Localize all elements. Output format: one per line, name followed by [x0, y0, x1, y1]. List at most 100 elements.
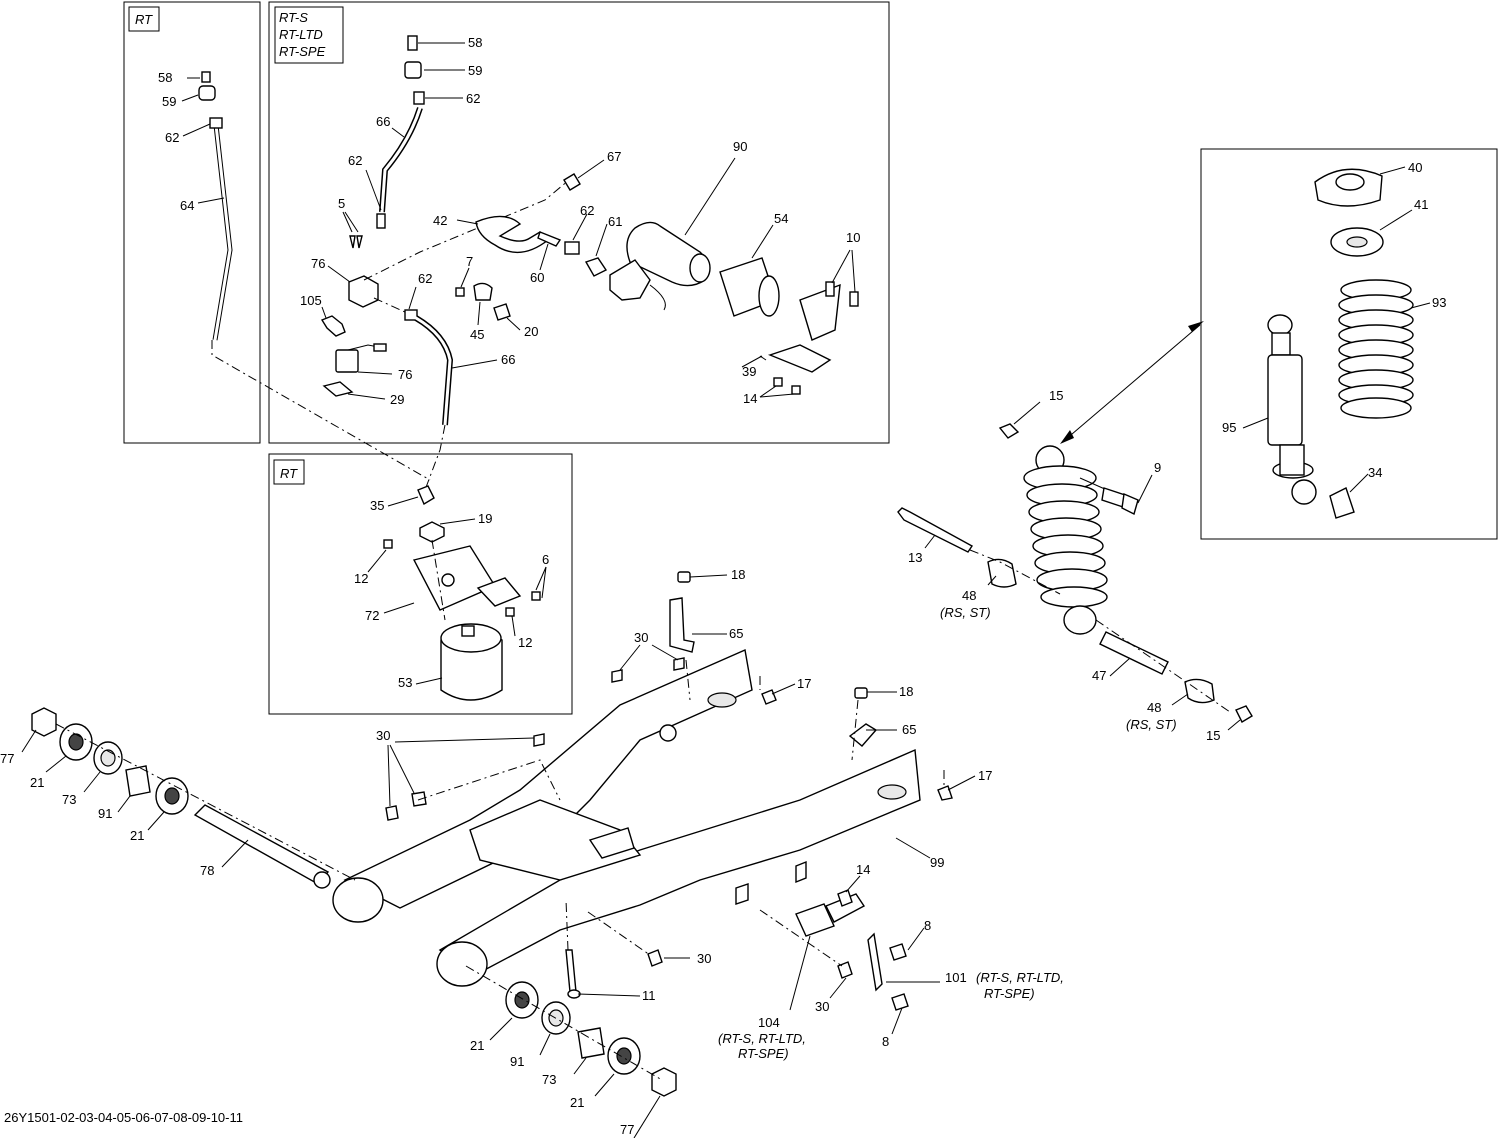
callout-78: 78	[200, 863, 214, 878]
callout-12a: 12	[354, 571, 368, 586]
callout-59b: 59	[468, 63, 482, 78]
callout-101-sub2: RT-SPE)	[984, 986, 1035, 1001]
callout-54: 54	[774, 211, 788, 226]
callout-59a: 59	[162, 94, 176, 109]
document-code: 26Y1501-02-03-04-05-06-07-08-09-10-11	[4, 1110, 243, 1125]
callout-8b: 8	[882, 1034, 889, 1049]
callout-65a: 65	[729, 626, 743, 641]
callout-8a: 8	[924, 918, 931, 933]
callout-72: 72	[365, 608, 379, 623]
callout-76a: 76	[311, 256, 325, 271]
rt-spe-tag: RT-SPE	[279, 44, 326, 59]
callout-labels: 58 59 62 64 58 59 62 66 62 5 76 105 76 2…	[0, 35, 1446, 1137]
rt-bottom-parts	[367, 485, 547, 701]
callout-76b: 76	[398, 367, 412, 382]
callout-62a: 62	[165, 130, 179, 145]
callout-53: 53	[398, 675, 412, 690]
main-spring	[1023, 465, 1108, 608]
callout-21b: 21	[130, 828, 144, 843]
rt-s-parts	[320, 35, 859, 491]
callout-101: 101	[945, 970, 967, 985]
callout-61: 61	[608, 214, 622, 229]
callout-105: 105	[300, 293, 322, 308]
callout-21d: 21	[570, 1095, 584, 1110]
shock-body-95	[1267, 314, 1317, 505]
callout-30c: 30	[697, 951, 711, 966]
callout-91a: 91	[98, 806, 112, 821]
callout-17a: 17	[797, 676, 811, 691]
callout-99: 99	[930, 855, 944, 870]
callout-47: 47	[1092, 668, 1106, 683]
callout-35: 35	[370, 498, 384, 513]
callout-14b: 14	[856, 862, 870, 877]
callout-58b: 58	[468, 35, 482, 50]
callout-30b: 30	[376, 728, 390, 743]
callout-9: 9	[1154, 460, 1161, 475]
callout-34: 34	[1368, 465, 1382, 480]
callout-101-sub1: (RT-S, RT-LTD,	[976, 970, 1064, 985]
callout-29: 29	[390, 392, 404, 407]
callout-62e: 62	[580, 203, 594, 218]
callout-39: 39	[742, 364, 756, 379]
callout-60: 60	[530, 270, 544, 285]
callout-18b: 18	[899, 684, 913, 699]
callout-67: 67	[607, 149, 621, 164]
pivot-parts-right	[465, 875, 940, 1138]
callout-13: 13	[908, 550, 922, 565]
callout-58a: 58	[158, 70, 172, 85]
callout-90: 90	[733, 139, 747, 154]
rt-left-frame: RT	[123, 1, 261, 444]
rt-s-tag: RT-S	[279, 10, 308, 25]
callout-66a: 66	[376, 114, 390, 129]
swingarm-hardware	[385, 571, 976, 859]
callout-30a: 30	[634, 630, 648, 645]
callout-64: 64	[180, 198, 194, 213]
callout-12b: 12	[518, 635, 532, 650]
callout-21a: 21	[30, 775, 44, 790]
callout-91b: 91	[510, 1054, 524, 1069]
callout-77b: 77	[620, 1122, 634, 1137]
callout-41: 41	[1414, 197, 1428, 212]
shock-assembly	[897, 401, 1253, 731]
callout-104-sub1: (RT-S, RT-LTD,	[718, 1031, 806, 1046]
callout-18a: 18	[731, 567, 745, 582]
callout-104: 104	[758, 1015, 780, 1030]
callout-62c: 62	[348, 153, 362, 168]
pivot-parts-left	[21, 707, 356, 889]
spring-93	[1338, 279, 1414, 419]
callout-21c: 21	[470, 1038, 484, 1053]
callout-42: 42	[433, 213, 447, 228]
callout-45: 45	[470, 327, 484, 342]
callout-65b: 65	[902, 722, 916, 737]
callout-48a: 48	[962, 588, 976, 603]
callout-93: 93	[1432, 295, 1446, 310]
callout-19: 19	[478, 511, 492, 526]
callout-73b: 73	[542, 1072, 556, 1087]
shock-detail-frame	[1200, 148, 1498, 540]
rt-ltd-tag: RT-LTD	[279, 27, 323, 42]
callout-62b: 62	[466, 91, 480, 106]
callout-66b: 66	[501, 352, 515, 367]
callout-6: 6	[542, 552, 549, 567]
callout-10: 10	[846, 230, 860, 245]
callout-48a-sub: (RS, ST)	[940, 605, 991, 620]
callout-62d: 62	[418, 271, 432, 286]
callout-11: 11	[642, 988, 656, 1003]
callout-17b: 17	[978, 768, 992, 783]
callout-15a: 15	[1049, 388, 1063, 403]
rt-s-frame: RT-S RT-LTD RT-SPE	[268, 1, 890, 444]
callout-48b: 48	[1147, 700, 1161, 715]
callout-30d: 30	[815, 999, 829, 1014]
callout-15b: 15	[1206, 728, 1220, 743]
callout-5: 5	[338, 196, 345, 211]
callout-95: 95	[1222, 420, 1236, 435]
rt-bottom-frame: RT	[268, 453, 573, 715]
callout-7: 7	[466, 254, 473, 269]
callout-14a: 14	[743, 391, 757, 406]
callout-77a: 77	[0, 751, 14, 766]
callout-40: 40	[1408, 160, 1422, 175]
rt-bottom-tag: RT	[280, 466, 298, 481]
callout-48b-sub: (RS, ST)	[1126, 717, 1177, 732]
rt-left-parts	[181, 71, 431, 481]
